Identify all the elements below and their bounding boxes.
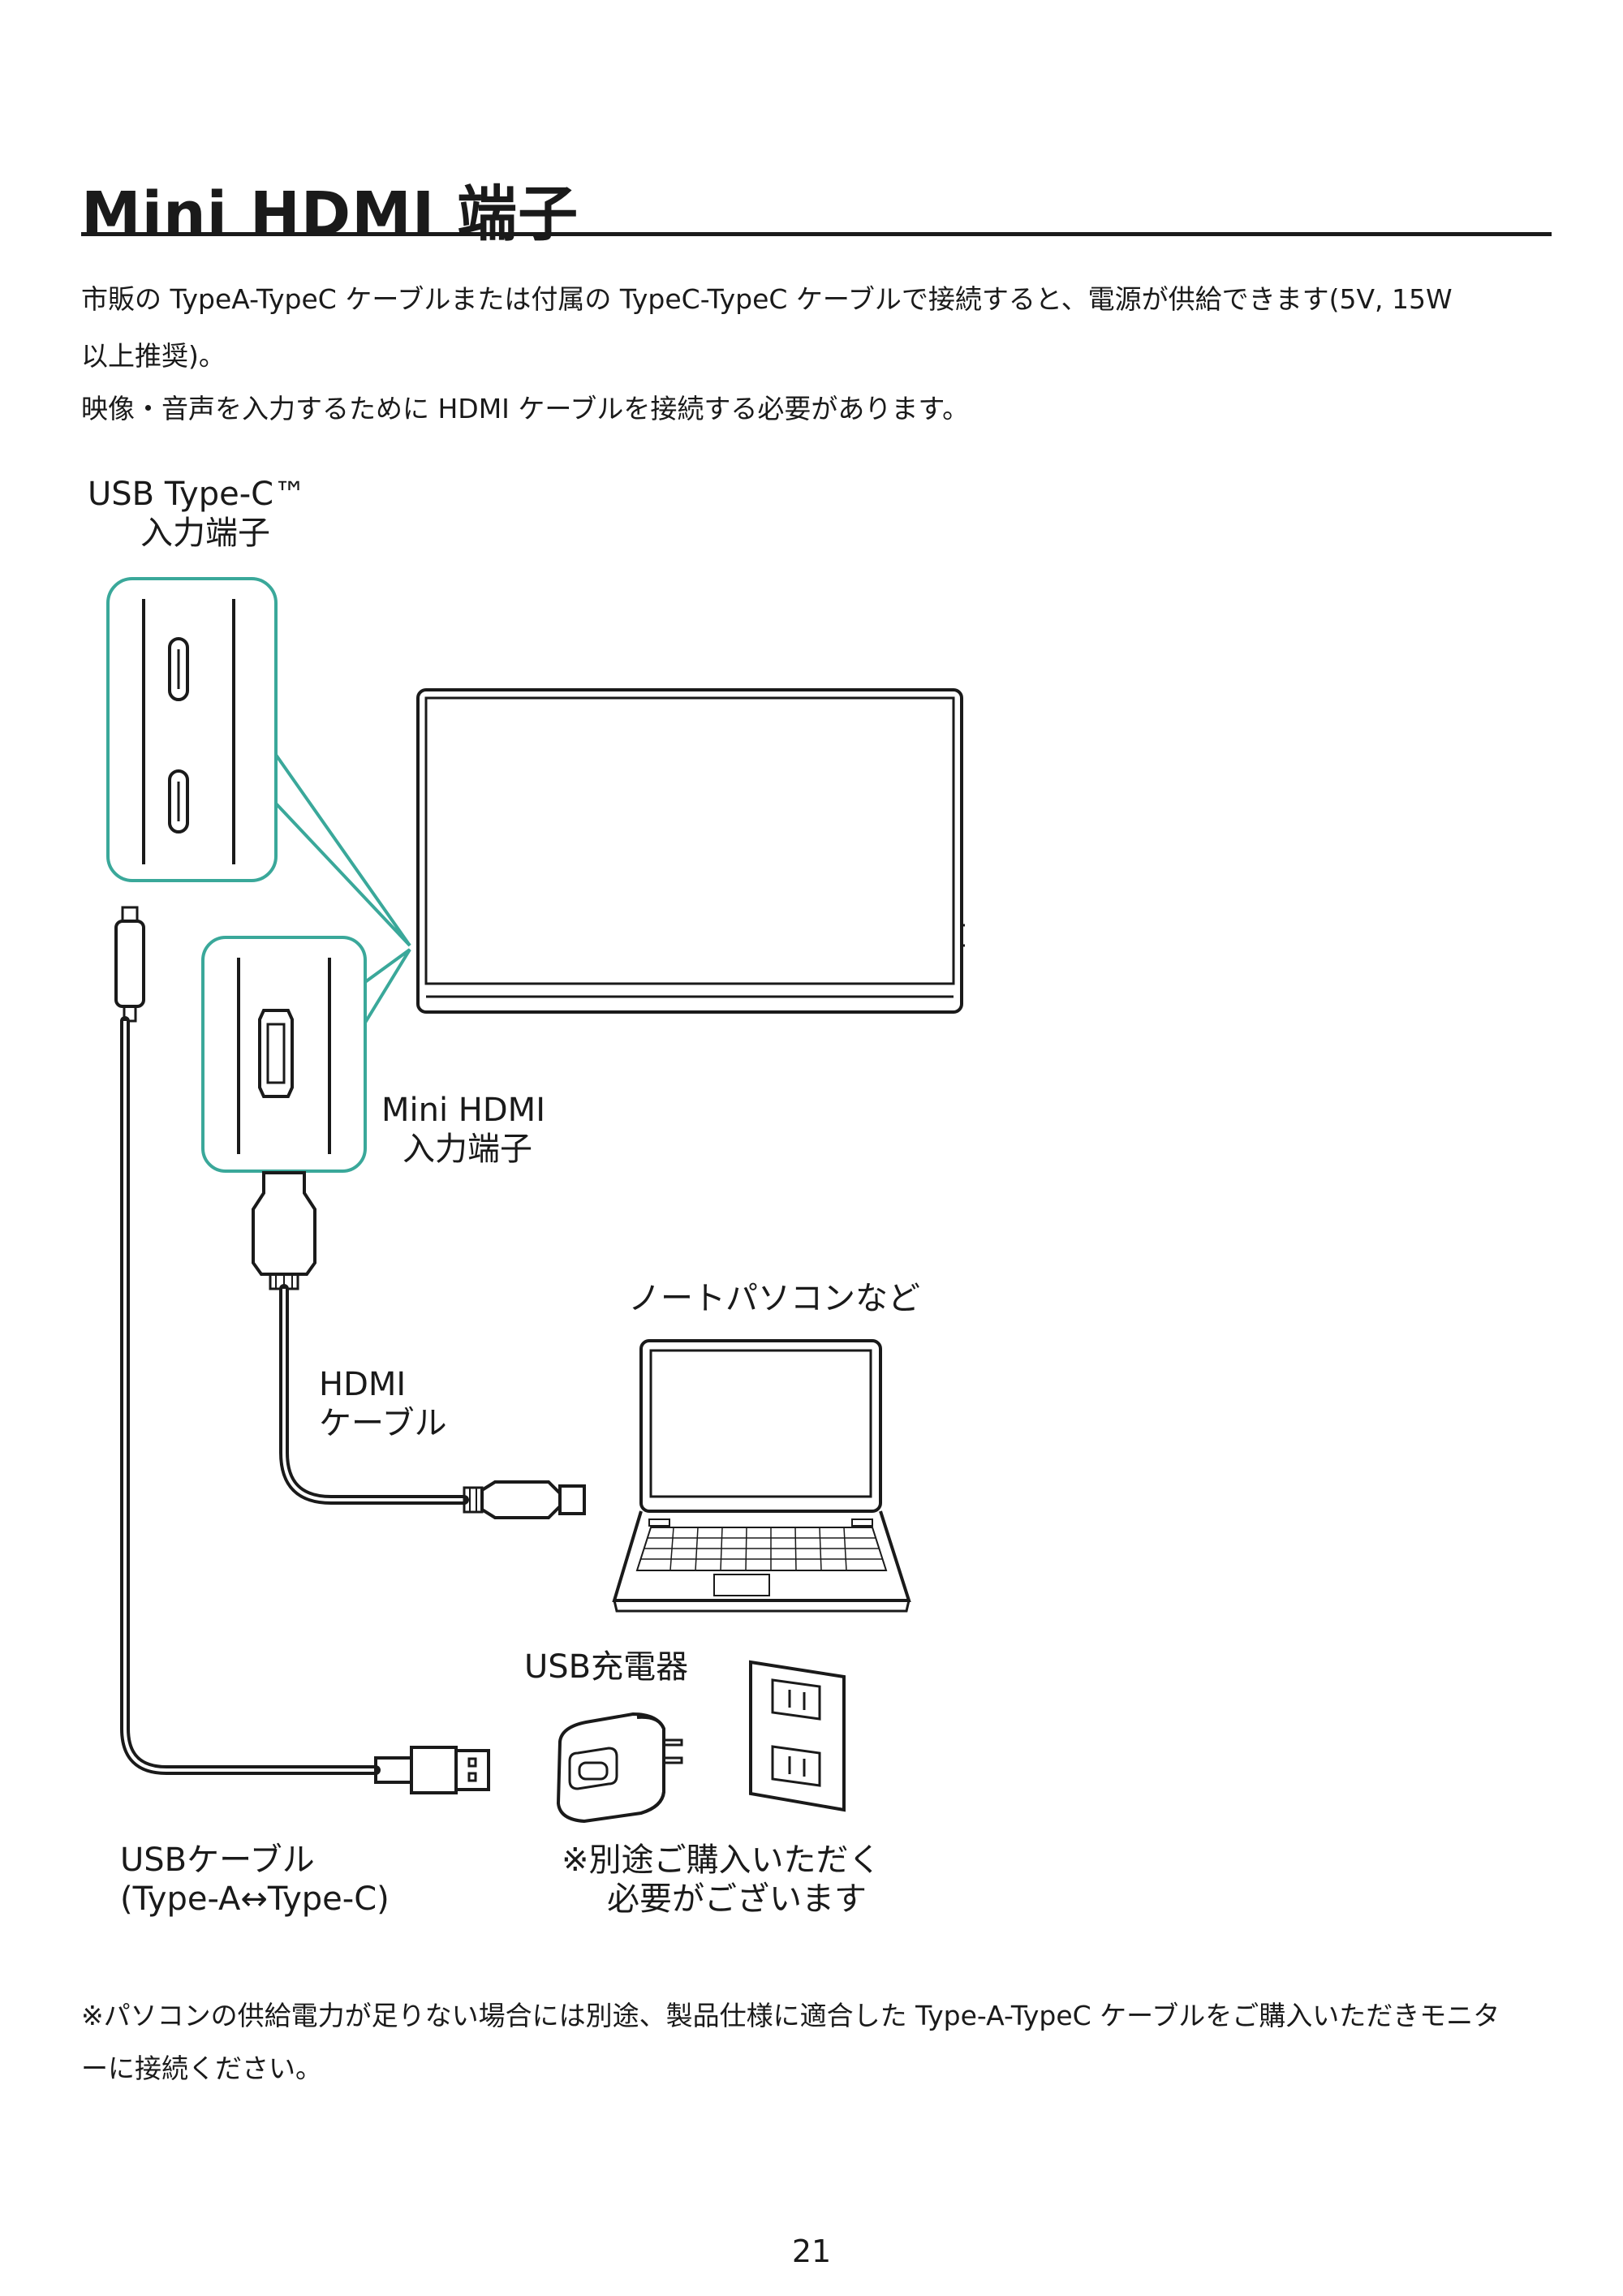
- usb-cable-label-sub: (Type-A↔Type-C): [120, 1880, 390, 1918]
- usb-c-port-label-sub: 入力端子: [140, 515, 270, 552]
- usb-cable: [114, 906, 490, 1794]
- usb-cable-label: USBケーブル: [120, 1842, 315, 1879]
- page-title: Mini HDMI 端子: [81, 179, 579, 249]
- usb-charger-illustration: [556, 1712, 683, 1824]
- mini-hdmi-port-callout: [201, 936, 411, 1173]
- hdmi-cable: [252, 1171, 586, 1519]
- monitor-illustration: [416, 688, 965, 1014]
- hdmi-cable-label: HDMI: [319, 1366, 407, 1403]
- charger-note-sub: 必要がございます: [607, 1880, 867, 1918]
- usb-c-port-label: USB Type-C™: [88, 476, 307, 513]
- intro-line-2: 以上推奨)。: [81, 340, 226, 372]
- wall-outlet-illustration: [749, 1660, 846, 1812]
- footnote-line-1: ※パソコンの供給電力が足りない場合には別途、製品仕様に適合した Type-A-T…: [81, 2000, 1500, 2031]
- laptop-illustration: [612, 1339, 911, 1613]
- hdmi-cable-label-sub: ケーブル: [319, 1405, 447, 1442]
- intro-line-1: 市販の TypeA-TypeC ケーブルまたは付属の TypeC-TypeC ケ…: [81, 283, 1453, 315]
- mini-hdmi-port-label-sub: 入力端子: [403, 1131, 532, 1168]
- usb-c-port-callout: [106, 577, 411, 947]
- page-number: 21: [791, 2234, 832, 2269]
- usb-charger-label: USB充電器: [524, 1648, 689, 1686]
- laptop-label: ノートパソコンなど: [628, 1280, 920, 1317]
- intro-line-3: 映像・音声を入力するために HDMI ケーブルを接続する必要があります。: [81, 393, 970, 424]
- footnote-line-2: ーに接続ください。: [81, 2053, 322, 2084]
- mini-hdmi-port-label: Mini HDMI: [381, 1092, 545, 1129]
- title-underline: [81, 232, 1552, 236]
- charger-note: ※別途ご購入いただく: [562, 1842, 881, 1879]
